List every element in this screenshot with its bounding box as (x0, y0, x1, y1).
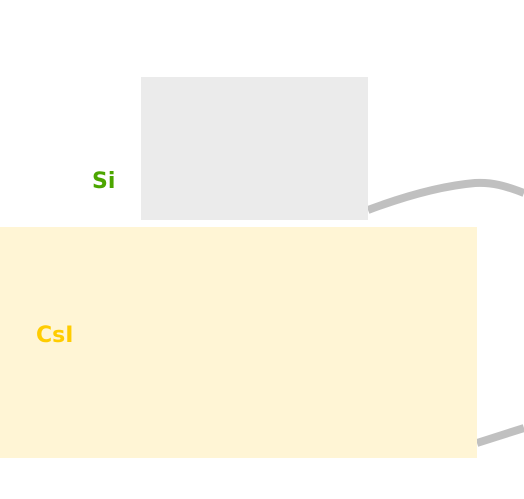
csi-layer-box (0, 227, 477, 458)
si-layer-box (141, 77, 368, 220)
csi-label: CsI (36, 323, 74, 348)
connector-upper (366, 178, 524, 214)
connector-lower (475, 424, 524, 447)
si-label: Si (92, 169, 116, 194)
